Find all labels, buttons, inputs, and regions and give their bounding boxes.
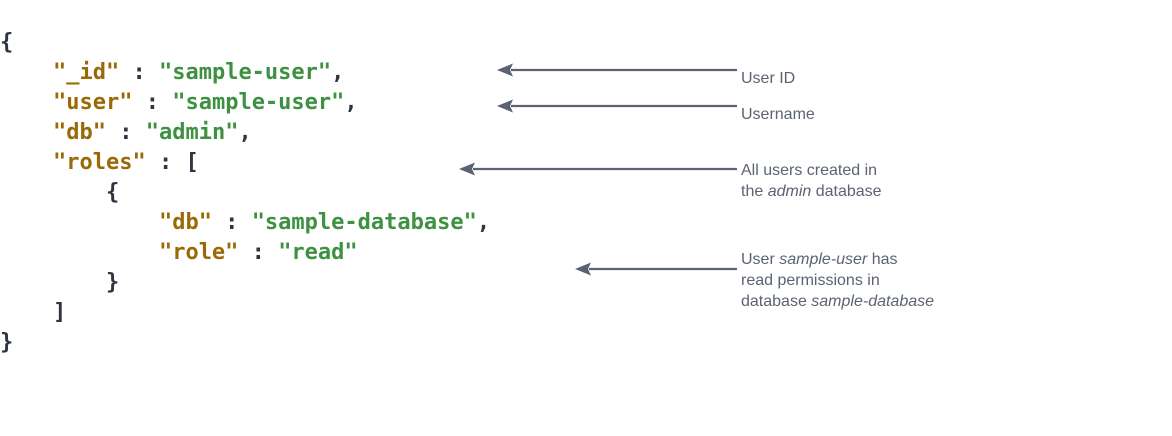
code-indent bbox=[0, 270, 106, 295]
arrow-left-icon bbox=[497, 63, 737, 77]
code-token-punc: : bbox=[119, 60, 159, 85]
code-token-val: "sample-database" bbox=[251, 210, 477, 235]
code-token-punc: : bbox=[145, 150, 186, 175]
code-line: { bbox=[0, 178, 490, 208]
code-line: "user" : "sample-user", bbox=[0, 88, 490, 118]
callout-username bbox=[497, 97, 737, 115]
code-line: "db" : "sample-database", bbox=[0, 208, 490, 238]
code-token-val: "sample-user" bbox=[158, 60, 332, 85]
annotation-text: the bbox=[741, 183, 768, 200]
code-line: { bbox=[0, 28, 490, 58]
code-token-val: "sample-user" bbox=[172, 90, 345, 115]
code-line: "_id" : "sample-user", bbox=[0, 58, 490, 88]
json-code-block: { "_id" : "sample-user", "user" : "sampl… bbox=[0, 28, 490, 358]
code-token-key: "db" bbox=[158, 210, 212, 235]
annotation-line: database sample-database bbox=[741, 291, 934, 312]
annotation-text: database bbox=[811, 183, 882, 200]
annotation-emphasis: sample-database bbox=[811, 293, 935, 310]
code-token-key: "roles" bbox=[52, 150, 146, 175]
code-indent bbox=[0, 240, 159, 265]
annotation-emphasis: sample-user bbox=[779, 251, 868, 268]
code-indent bbox=[0, 210, 159, 235]
code-token-key: "role" bbox=[158, 240, 239, 265]
code-token-punc: , bbox=[344, 90, 358, 115]
code-token-punc: : bbox=[132, 90, 173, 115]
annotation-text: User ID bbox=[741, 70, 796, 87]
code-token-punc: : bbox=[238, 240, 279, 265]
callout-admin-database bbox=[459, 160, 737, 178]
annotation-text: database bbox=[741, 293, 812, 310]
code-token-punc: , bbox=[238, 120, 252, 145]
annotation-user-id: User ID bbox=[741, 68, 795, 89]
code-token-val: "admin" bbox=[145, 120, 239, 145]
code-token-key: "user" bbox=[52, 90, 133, 115]
annotation-text: Username bbox=[741, 106, 815, 123]
annotation-text: has bbox=[867, 251, 898, 268]
code-token-punc: } bbox=[105, 270, 120, 295]
code-token-key: "db" bbox=[52, 120, 106, 145]
arrow-left-icon bbox=[459, 162, 737, 176]
annotation-text: read permissions in bbox=[741, 272, 880, 289]
annotation-line: All users created in bbox=[741, 160, 882, 181]
code-line: ] bbox=[0, 298, 490, 328]
code-indent bbox=[0, 300, 53, 325]
code-token-punc: ] bbox=[52, 300, 67, 325]
callout-read-permissions bbox=[575, 260, 737, 278]
code-indent bbox=[0, 150, 53, 175]
annotation-line: Username bbox=[741, 104, 815, 125]
code-indent bbox=[0, 120, 53, 145]
code-token-val: "read" bbox=[278, 240, 358, 265]
annotation-line: User ID bbox=[741, 68, 795, 89]
code-token-punc: , bbox=[331, 60, 345, 85]
code-token-punc: : bbox=[211, 210, 252, 235]
annotation-line: User sample-user has bbox=[741, 249, 934, 270]
arrow-left-icon bbox=[497, 99, 737, 113]
code-token-punc: { bbox=[105, 180, 120, 205]
code-token-punc: , bbox=[476, 210, 491, 235]
annotation-text: All users created in bbox=[741, 162, 878, 179]
callout-user-id bbox=[497, 61, 737, 79]
code-indent bbox=[0, 90, 53, 115]
annotation-text: User bbox=[741, 251, 780, 268]
code-line: } bbox=[0, 268, 490, 298]
annotation-line: the admin database bbox=[741, 181, 882, 202]
code-indent bbox=[0, 60, 53, 85]
code-indent bbox=[0, 180, 106, 205]
annotation-admin-database: All users created in the admin database bbox=[741, 160, 882, 202]
code-line: "role" : "read" bbox=[0, 238, 490, 268]
annotation-emphasis: admin bbox=[767, 183, 812, 200]
code-line: "roles" : [ bbox=[0, 148, 490, 178]
annotation-username: Username bbox=[741, 104, 815, 125]
code-token-punc: { bbox=[0, 30, 14, 55]
code-line: "db" : "admin", bbox=[0, 118, 490, 148]
annotation-line: read permissions in bbox=[741, 270, 934, 291]
annotation-read-permissions: User sample-user has read permissions in d… bbox=[741, 249, 934, 312]
code-line: } bbox=[0, 328, 490, 358]
code-token-punc: : bbox=[105, 120, 146, 145]
code-token-punc: } bbox=[0, 330, 14, 355]
arrow-left-icon bbox=[575, 262, 737, 276]
code-token-punc: [ bbox=[185, 150, 199, 175]
code-token-key: "_id" bbox=[52, 60, 120, 85]
